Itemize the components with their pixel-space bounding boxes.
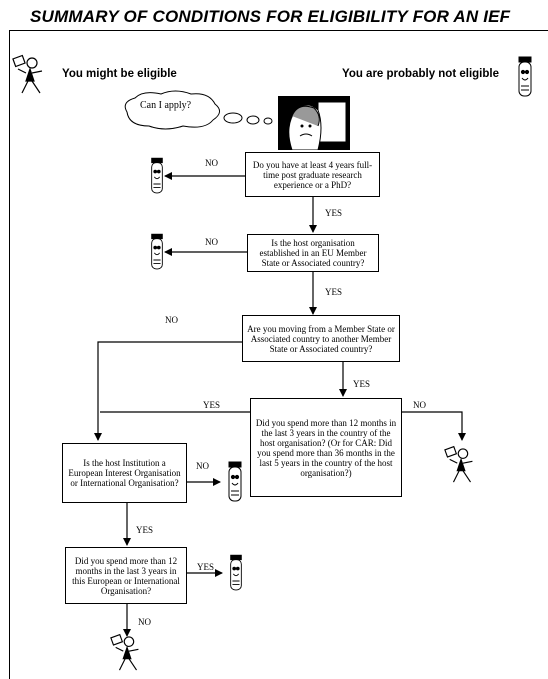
q6-no-label: NO (138, 617, 151, 627)
running-man-icon (12, 54, 43, 94)
q2-yes-label: YES (325, 287, 343, 297)
cloud-text: Can I apply? (140, 100, 192, 111)
test-tube-icon (230, 554, 242, 591)
page-title: SUMMARY OF CONDITIONS FOR ELIGIBILITY FO… (30, 7, 511, 26)
question-mobility: Are you moving from a Member State or As… (242, 315, 400, 362)
q2-no-label: NO (205, 237, 218, 247)
not-eligible-header: You are probably not eligible (342, 68, 499, 80)
q4-yes-label: YES (203, 400, 221, 410)
running-man-icon (110, 633, 139, 671)
question-host-organisation: Is the host organisation established in … (247, 234, 379, 272)
diagram-frame (9, 30, 548, 679)
question-residence: Did you spend more than 12 months in the… (250, 398, 402, 497)
q5-yes-label: YES (136, 525, 154, 535)
question-international-organisation: Is the host Institution a European Inter… (62, 443, 187, 503)
q6-yes-label: YES (197, 562, 215, 572)
q4-no-label: NO (413, 400, 426, 410)
running-man-icon (444, 445, 473, 483)
test-tube-icon (228, 461, 242, 502)
q5-no-label: NO (196, 461, 209, 471)
q1-yes-label: YES (325, 208, 343, 218)
eligible-header: You might be eligible (62, 68, 177, 80)
question-time-in-organisation: Did you spend more than 12 months in the… (65, 547, 187, 604)
thought-cloud (124, 90, 273, 130)
q1-no-label: NO (205, 158, 218, 168)
question-research-experience: Do you have at least 4 years full-time p… (245, 152, 380, 197)
test-tube-icon (518, 56, 532, 97)
q3-no-label: NO (165, 315, 178, 325)
test-tube-icon (151, 233, 163, 270)
test-tube-icon (151, 157, 163, 194)
q3-yes-label: YES (353, 379, 371, 389)
worried-woman-icon (278, 96, 350, 150)
